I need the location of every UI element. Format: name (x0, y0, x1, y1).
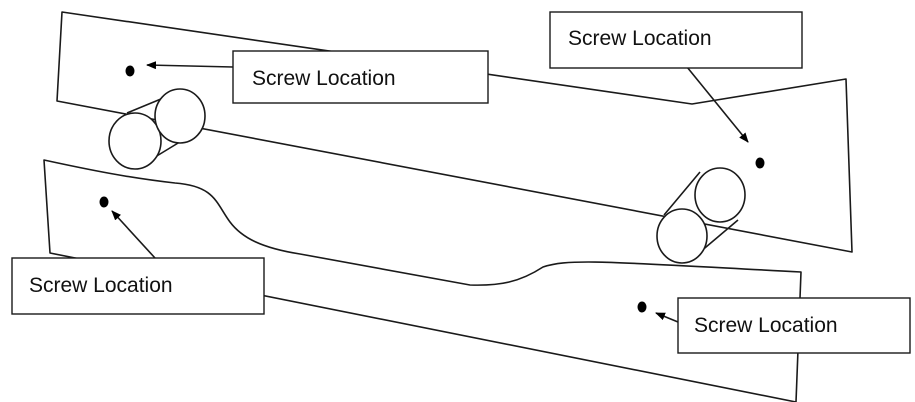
screw-dot-top-left (125, 65, 135, 77)
screw-dot-bottom-left (99, 196, 109, 208)
label-screw-location-bottom-right: Screw Location (677, 297, 911, 354)
left-cylinder (108, 88, 206, 170)
label-screw-location-top-right: Screw Location (549, 11, 803, 69)
arrow-top-left (146, 61, 234, 70)
screw-dot-bottom-right (637, 301, 647, 313)
arrow-bottom-right (655, 312, 679, 323)
label-screw-location-top-left: Screw Location (232, 50, 489, 104)
svg-text:Screw Location: Screw Location (29, 274, 173, 297)
svg-text:Screw Location: Screw Location (568, 27, 712, 50)
svg-text:Screw Location: Screw Location (252, 67, 396, 90)
arrow-top-right (686, 66, 749, 143)
right-cylinder (656, 167, 746, 264)
label-screw-location-bottom-left: Screw Location (11, 257, 265, 315)
svg-text:Screw Location: Screw Location (694, 314, 838, 337)
lower-plate (43, 159, 802, 402)
arrow-bottom-left (111, 210, 156, 259)
screw-dot-top-right (755, 157, 765, 169)
